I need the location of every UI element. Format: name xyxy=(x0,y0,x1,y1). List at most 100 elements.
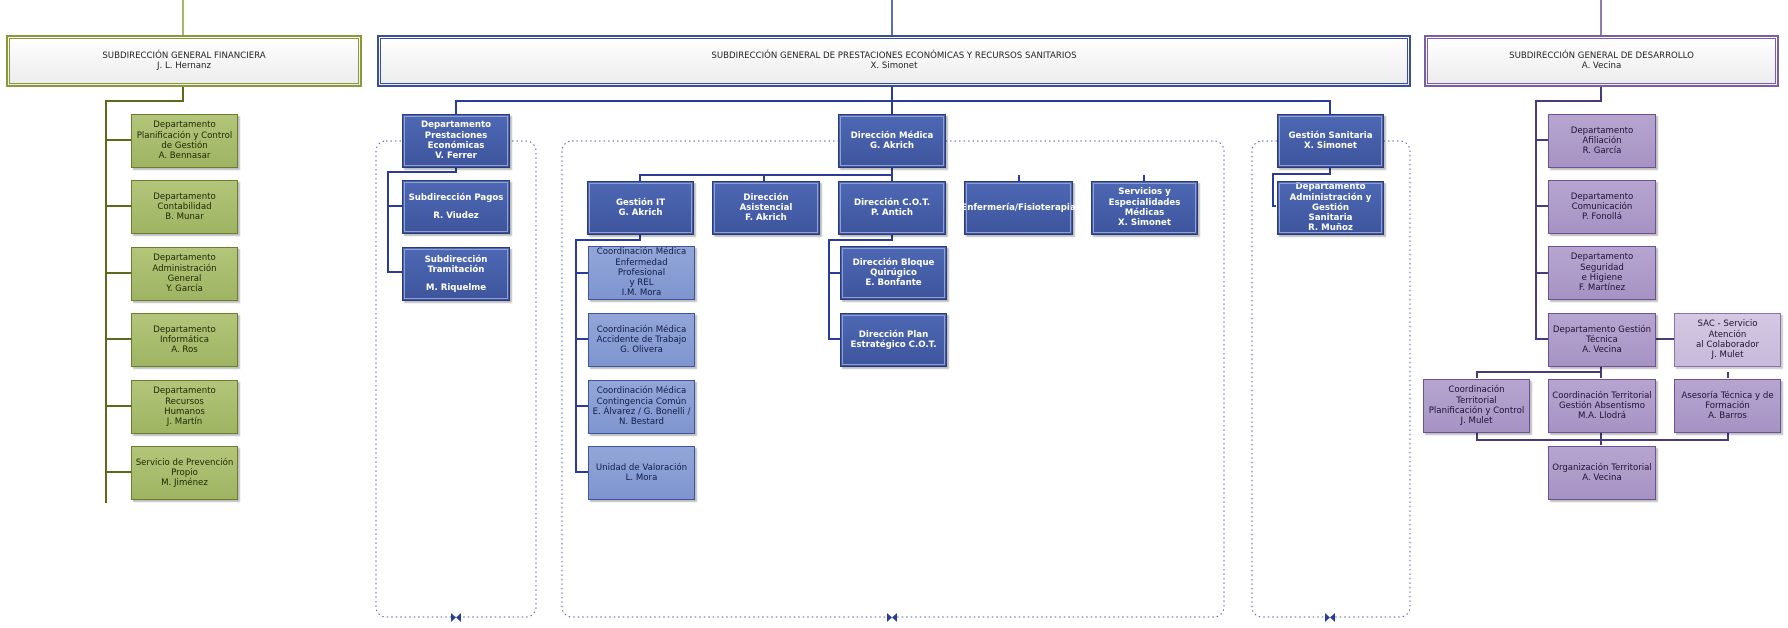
box-line: Formación xyxy=(1705,400,1750,411)
box-person: R. Muñoz xyxy=(1308,223,1353,234)
box-line: Dirección Bloque xyxy=(852,257,935,268)
box-line: Administración General xyxy=(152,263,217,284)
box-bloque[interactable]: Dirección Bloque Quirúgico E. Bonfante xyxy=(840,246,947,300)
box-line: Quirúgico xyxy=(870,267,917,278)
box-person: V. Ferrer xyxy=(435,151,477,162)
box-line: Coordinación Médica xyxy=(596,386,687,397)
box-line: Dirección Plan xyxy=(858,329,929,340)
box-person: A. Vecina xyxy=(1582,473,1622,483)
box-pagos[interactable]: Subdirección Pagos R. Viudez xyxy=(402,180,510,234)
box-line: Departamento xyxy=(153,253,216,264)
box-line: Planificación y Control xyxy=(1428,406,1525,416)
box-enfermeria[interactable]: Enfermería/Fisioterapia xyxy=(961,181,1076,235)
box-contabilidad[interactable]: Departamento Contabilidad B. Munar xyxy=(131,180,238,234)
box-line: Administración y Gestión xyxy=(1289,192,1372,213)
box-line: Propio xyxy=(171,467,198,478)
box-rrhh[interactable]: Departamento Recursos Humanos J. Martín xyxy=(131,380,238,434)
box-organizacion[interactable]: Organización Territorial A. Vecina xyxy=(1548,446,1656,500)
box-gestion-tecnica[interactable]: Departamento Gestión Técnica A. Vecina xyxy=(1548,313,1656,367)
box-asesoria[interactable]: Asesoría Técnica y de Formación A. Barro… xyxy=(1674,379,1781,433)
box-line: Enfermería/Fisioterapia xyxy=(961,202,1076,213)
box-coord-planificacion[interactable]: Coordinación Territorial Planificación y… xyxy=(1423,379,1530,433)
box-gestion-sanitaria[interactable]: Gestión Sanitaria X. Simonet xyxy=(1277,114,1384,168)
box-person: R. García xyxy=(1582,146,1622,157)
box-line: Departamento xyxy=(421,120,491,131)
box-person: A. Vecina xyxy=(1582,345,1622,356)
box-person: L. Mora xyxy=(625,473,658,483)
box-cot[interactable]: Dirección C.O.T. P. Antich xyxy=(838,181,946,235)
box-line: Departamento xyxy=(1570,191,1634,202)
box-line: Servicios y xyxy=(1118,187,1171,198)
box-person: J. Mulet xyxy=(1711,350,1744,361)
box-line: Departamento xyxy=(153,324,216,335)
box-line: Contingencia Común xyxy=(596,396,687,407)
box-coord-rel[interactable]: Coordinación Médica Enfermedad Profesion… xyxy=(588,246,695,300)
box-line: e Higiene xyxy=(1581,273,1623,283)
box-medica[interactable]: Dirección Médica G. Akrich xyxy=(838,114,946,168)
box-informatica[interactable]: Departamento Informática A. Ros xyxy=(131,313,238,367)
box-prevencion[interactable]: Servicio de Prevención Propio M. Jiménez xyxy=(131,446,238,500)
header-development-person: A. Vecina xyxy=(1581,61,1622,71)
box-planificacion[interactable]: Departamento Planificación y Control de … xyxy=(131,114,238,168)
box-person: G. Olivera xyxy=(620,345,663,356)
box-asistencial[interactable]: Dirección Asistencial F. Akrich xyxy=(712,181,820,235)
box-person: F. Akrich xyxy=(745,213,787,224)
box-person: E. Bonfante xyxy=(865,278,922,289)
box-line: Informática xyxy=(159,334,210,345)
box-coord-accidente[interactable]: Coordinación Médica Accidente de Trabajo… xyxy=(588,313,695,367)
box-tramitacion[interactable]: Subdirección Tramitación M. Riquelme xyxy=(402,247,510,301)
box-seguridad[interactable]: Departamento Seguridad e Higiene F. Mart… xyxy=(1548,246,1656,300)
box-coord-absentismo[interactable]: Coordinación Territorial Gestión Absenti… xyxy=(1548,379,1656,433)
box-line: Sanitaria xyxy=(1308,213,1353,224)
development-connectors xyxy=(1476,86,1729,445)
box-person: A. Barros xyxy=(1708,411,1747,422)
box-person: M. Riquelme xyxy=(425,282,487,293)
box-line: Comunicación xyxy=(1571,201,1633,212)
box-person: G. Akrich xyxy=(618,208,663,218)
box-plan[interactable]: Dirección Plan Estratégico C.O.T. xyxy=(840,313,947,367)
box-comunicacion[interactable]: Departamento Comunicación P. Fonollá xyxy=(1548,180,1656,234)
box-line: Dirección Asistencial xyxy=(739,192,793,213)
box-line: Accidente de Trabajo xyxy=(596,334,687,345)
box-line: Departamento Gestión xyxy=(1552,324,1652,335)
box-administracion[interactable]: Departamento Administración General Y. G… xyxy=(131,247,238,301)
box-line: y REL xyxy=(629,278,654,289)
box-person: F. Martínez xyxy=(1578,283,1626,294)
box-person: Y. García xyxy=(166,284,203,295)
box-line: de Gestión xyxy=(161,141,208,151)
header-benefits-title: SUBDIRECCIÓN GENERAL DE PRESTACIONES ECO… xyxy=(711,50,1077,61)
box-person: X. Simonet xyxy=(1118,218,1171,229)
box-line: Enfermedad Profesional xyxy=(615,257,668,278)
box-line: Gestión Absentismo xyxy=(1558,400,1646,411)
box-line: Humanos xyxy=(164,407,205,417)
box-person: R. Viudez xyxy=(433,210,479,221)
box-line: Departamento xyxy=(153,191,216,202)
box-line: Prestaciones Económicas xyxy=(424,130,488,151)
box-person: N. Bestard xyxy=(618,417,665,428)
box-line: Tramitación xyxy=(427,265,485,276)
box-line: Gestión IT xyxy=(615,197,666,208)
box-coord-contingencia[interactable]: Coordinación Médica Contingencia Común E… xyxy=(588,380,695,434)
box-afiliacion[interactable]: Departamento Afiliación R. García xyxy=(1548,114,1656,168)
box-sac[interactable]: SAC - Servicio Atención al Colaborador J… xyxy=(1674,313,1781,367)
box-line: Técnica xyxy=(1586,334,1618,345)
benefits-connectors xyxy=(387,86,1331,473)
box-person: P. Antich xyxy=(870,208,913,218)
box-admin-sanitaria[interactable]: Departamento Administración y Gestión Sa… xyxy=(1277,181,1384,235)
box-person: I.M. Mora xyxy=(621,288,662,299)
box-line: Subdirección xyxy=(424,255,488,266)
finance-connectors xyxy=(105,86,184,503)
box-person: A. Bennasar xyxy=(158,151,211,162)
box-servicios[interactable]: Servicios y Especialidades Médicas X. Si… xyxy=(1091,181,1198,235)
box-line: Unidad de Valoración xyxy=(595,462,688,473)
box-line: Subdirección Pagos xyxy=(408,193,504,204)
box-prestaciones[interactable]: Departamento Prestaciones Económicas V. … xyxy=(402,114,510,168)
box-person: M. Jiménez xyxy=(161,478,208,489)
box-gestion-it[interactable]: Gestión IT G. Akrich xyxy=(587,181,694,235)
collapse-markers xyxy=(451,613,1335,622)
box-line: Gestión Sanitaria xyxy=(1288,130,1373,141)
box-valoracion[interactable]: Unidad de Valoración L. Mora xyxy=(588,446,695,500)
header-finance-title: SUBDIRECCIÓN GENERAL FINANCIERA xyxy=(102,50,266,61)
box-line: Coordinación Territorial xyxy=(1552,390,1652,401)
box-line: Coordinación Médica xyxy=(596,324,687,335)
